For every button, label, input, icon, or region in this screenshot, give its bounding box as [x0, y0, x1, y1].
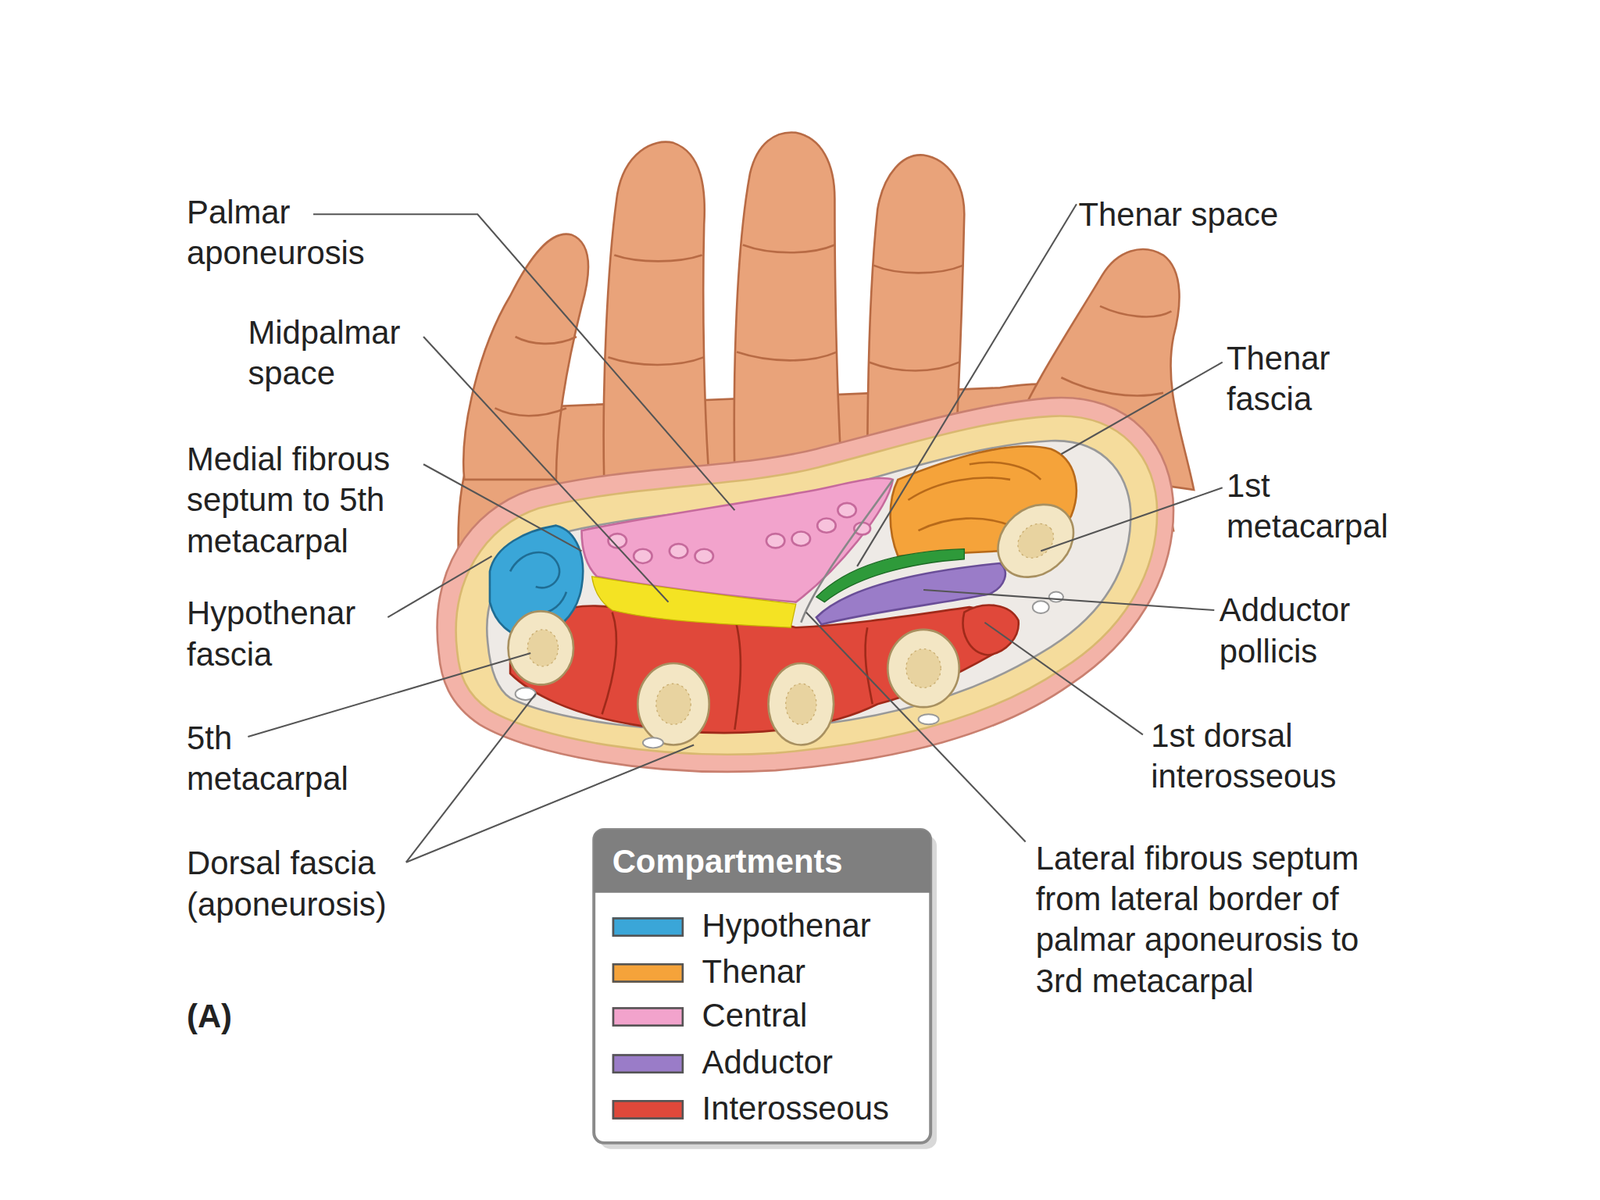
muscle-line [864, 627, 872, 704]
part-label: Thenar fascia [1226, 337, 1390, 419]
muscle-line [602, 612, 617, 715]
marrow [785, 683, 817, 725]
marrow [527, 629, 558, 667]
legend-text: Thenar [702, 950, 927, 992]
crease [607, 357, 704, 365]
ring-finger [603, 142, 710, 480]
part-label: (A) [186, 996, 268, 1037]
legend-swatch [612, 917, 684, 937]
tendon [792, 531, 811, 546]
hypothenar-muscle-line [510, 552, 567, 614]
leader-line [423, 336, 668, 603]
flexor-tendons [607, 503, 871, 564]
legend-text: Interosseous [702, 1087, 927, 1129]
tendon [837, 503, 857, 518]
legend-text: Adductor [702, 1042, 927, 1083]
leader-line [1060, 362, 1222, 455]
part-label: Dorsal fascia (aponeurosis) [186, 842, 432, 925]
crease [494, 407, 566, 416]
crease [614, 255, 702, 262]
leader-line [423, 464, 582, 551]
part-label: Medial fibrous septum to 5th metacarpal [186, 439, 432, 562]
part-label: Lateral fibrous septum from lateral bord… [1035, 837, 1400, 1001]
leader-line [406, 693, 536, 863]
marrow [906, 649, 941, 689]
marrow [656, 683, 691, 725]
crease [873, 265, 964, 274]
leader-line [984, 622, 1143, 736]
crease [1060, 377, 1164, 396]
tendon [817, 518, 836, 533]
vessel [642, 737, 664, 748]
marrow [527, 516, 1061, 725]
legend-header [593, 829, 931, 893]
leader-line [1040, 487, 1222, 551]
part-label: 1st dorsal interosseous [1150, 715, 1386, 797]
vessel [1032, 600, 1050, 614]
tendon [766, 533, 786, 548]
legend-text: Hypothenar [702, 905, 927, 947]
leader-line [923, 589, 1215, 611]
part-label: Adductor pollicis [1219, 589, 1393, 672]
leader-lines [247, 203, 1222, 862]
finger-creases [494, 244, 1172, 416]
tendon [853, 522, 871, 536]
vessel [1049, 592, 1064, 603]
part-label: Thenar space [1078, 193, 1365, 235]
part-label: Palmar aponeurosis [186, 192, 391, 274]
legend-swatch [612, 1100, 684, 1120]
tendon [694, 549, 714, 564]
crease [736, 352, 837, 361]
bone [637, 663, 709, 745]
crease [1100, 306, 1172, 318]
metacarpals [507, 489, 1088, 746]
marrow [1010, 516, 1061, 565]
legend-swatch [612, 1007, 684, 1027]
crease [742, 244, 836, 253]
interosseous-compartment [963, 605, 1019, 656]
crease [515, 336, 577, 344]
legend-swatch [612, 1053, 684, 1074]
leader-line [247, 653, 531, 737]
subcutaneous-fat [456, 416, 1158, 755]
midpalmar-space [592, 576, 797, 628]
vessel [918, 714, 940, 725]
legend-title: Compartments [612, 840, 919, 882]
part-label: Hypothenar fascia [186, 592, 391, 675]
legend-frame [593, 829, 937, 1150]
leader-line [387, 556, 492, 618]
legend-box [593, 829, 931, 1143]
bone [768, 663, 835, 745]
tendon [669, 543, 689, 558]
crease [869, 362, 960, 372]
legend-text: Central [702, 994, 927, 1036]
bone [887, 629, 959, 708]
muscle-line [734, 617, 741, 730]
lateral-septum [800, 479, 893, 623]
vessels [515, 592, 1064, 749]
leader-line [806, 612, 1026, 843]
tendon [633, 549, 653, 564]
part-label: 1st metacarpal [1226, 465, 1431, 547]
middle-finger [734, 132, 843, 480]
bone [507, 610, 574, 685]
part-label: Midpalmar space [247, 312, 432, 394]
legend-swatch [612, 963, 684, 983]
part-label: 5th metacarpal [186, 717, 381, 799]
leader-line [857, 203, 1077, 567]
